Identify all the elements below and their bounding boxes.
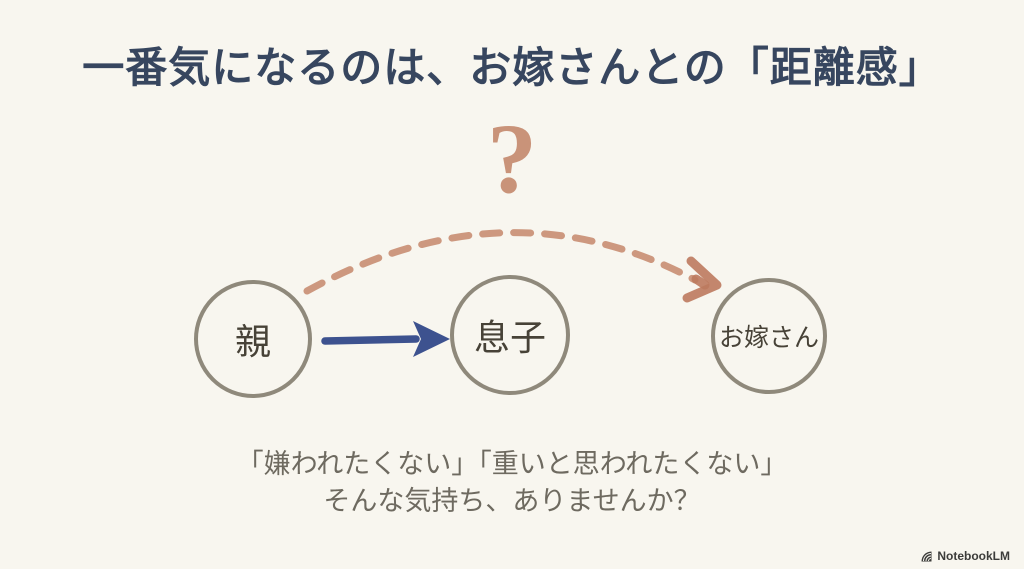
node-parent-label: 親 [234,322,271,362]
node-son: 息子 [450,275,570,395]
node-son-label: 息子 [473,318,546,358]
solid-arrow-head-icon [413,321,450,357]
dashed-arc-arrow [303,229,699,295]
slide-title: 一番気になるのは、お嫁さんとの「距離感」 [82,46,942,92]
dashed-arrow-head-inner-icon [691,274,710,290]
footer-line-2: そんな気持ち、ありませんか？ [323,486,701,516]
notebooklm-label: NotebookLM [937,549,1010,563]
notebooklm-watermark: NotebookLM [920,549,1010,563]
notebooklm-icon [921,551,932,561]
dashed-arrow-head-icon [682,256,722,303]
node-wife-label: お嫁さん [718,325,819,352]
question-mark: ? [487,103,537,214]
node-parent: 親 [194,280,312,398]
footer-text: 「嫌われたくない」「重いと思われたくない」 そんな気持ち、ありませんか？ [0,446,1024,520]
solid-arrow-shaft [321,335,420,345]
footer-line-1: 「嫌われたくない」「重いと思われたくない」 [236,449,788,479]
node-wife: お嫁さん [711,278,827,394]
